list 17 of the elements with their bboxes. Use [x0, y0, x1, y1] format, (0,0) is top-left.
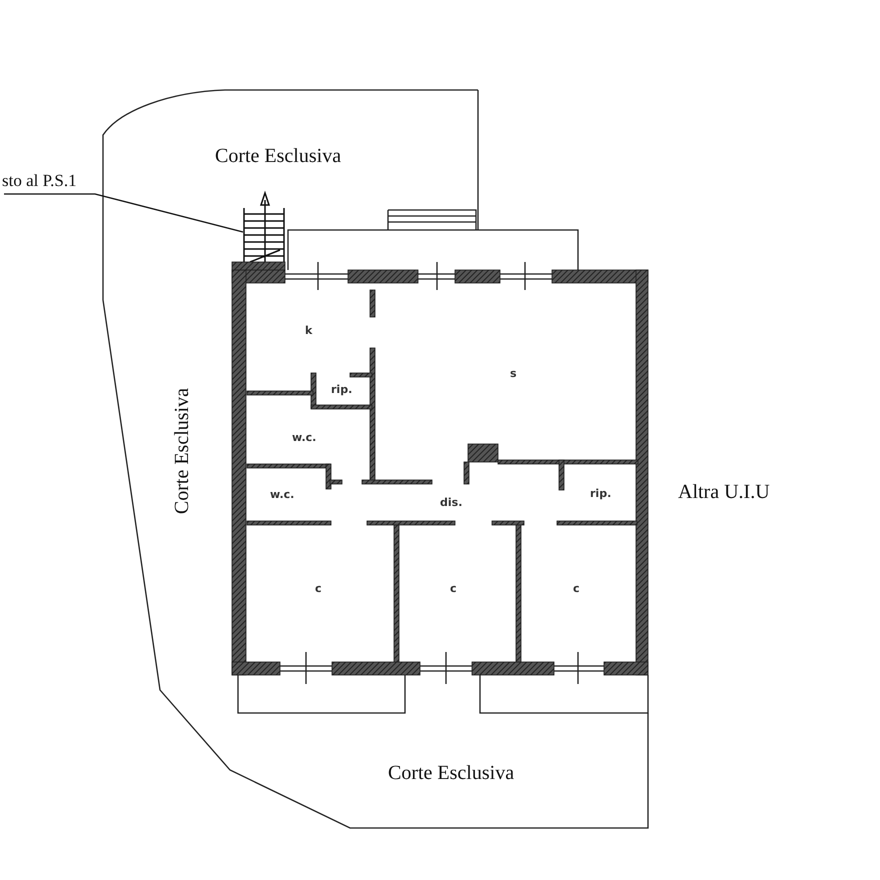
- room-label: s: [510, 368, 517, 379]
- staircase: [232, 190, 286, 271]
- callout-text: sto al P.S.1: [2, 172, 77, 189]
- area-label: Corte Esclusiva: [215, 146, 342, 166]
- room-label: w.c.: [292, 432, 316, 443]
- room-label: w.c.: [270, 489, 294, 500]
- room-label: rip.: [590, 488, 612, 499]
- leader-line: [4, 193, 244, 233]
- area-label: Corte Esclusiva: [388, 763, 514, 783]
- area-label: Altra U.I.U: [678, 482, 770, 502]
- room-label: c: [450, 583, 457, 594]
- room-label: k: [305, 325, 312, 336]
- room-label: c: [315, 583, 322, 594]
- room-label: c: [573, 583, 580, 594]
- room-label: dis.: [440, 497, 462, 508]
- area-label: Corte Esclusiva: [172, 388, 192, 514]
- room-label: rip.: [331, 384, 352, 395]
